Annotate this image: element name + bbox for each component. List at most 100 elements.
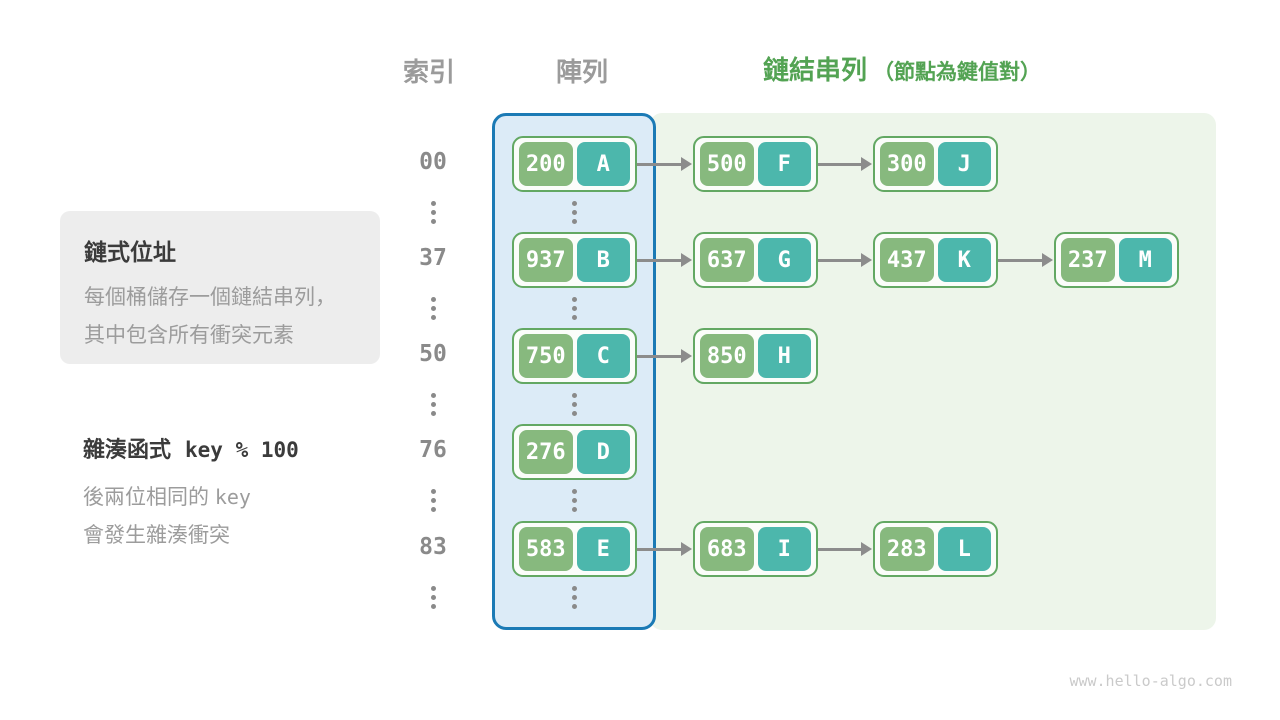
node-value: C	[576, 334, 630, 378]
bucket-index-label: 83	[419, 534, 447, 560]
ellipsis-dot	[430, 507, 436, 512]
hash-function-note: 雜湊函式 key % 100 後兩位相同的 key 會發生雜湊衝突	[83, 432, 299, 555]
node-key: 283	[880, 527, 934, 571]
arrow-head-icon	[681, 157, 692, 171]
node-value: J	[937, 142, 991, 186]
array-column-header: 陣列	[556, 57, 609, 87]
node-key: 683	[700, 527, 754, 571]
node-key: 276	[519, 430, 573, 474]
node-value: L	[937, 527, 991, 571]
node-value: I	[757, 527, 811, 571]
hash-function-title-text: 雜湊函式	[83, 437, 172, 462]
hash-function-line2: 會發生雜湊衝突	[83, 524, 230, 547]
ellipsis-dot	[571, 306, 577, 311]
node-value: D	[576, 430, 630, 474]
ellipsis-dot	[571, 219, 577, 224]
ellipsis-dot	[571, 393, 577, 398]
bucket-index-label: 37	[419, 245, 447, 271]
node-value: A	[576, 142, 630, 186]
ellipsis-dot	[571, 297, 577, 302]
arrow-shaft	[637, 258, 683, 262]
arrow-head-icon	[861, 253, 872, 267]
node-value: M	[1118, 238, 1172, 282]
arrow-shaft	[998, 258, 1044, 262]
node-key: 750	[519, 334, 573, 378]
index-column-ellipsis	[430, 393, 436, 416]
hash-function-line1-code: key	[214, 485, 251, 509]
arrow-shaft	[637, 162, 683, 166]
hash-function-line1-text: 後兩位相同的	[83, 486, 209, 509]
linked-list-header-note: （節點為鍵值對）	[873, 61, 1042, 84]
node-value: H	[757, 334, 811, 378]
chaining-info-line2: 其中包含所有衝突元素	[84, 324, 294, 347]
ellipsis-dot	[430, 498, 436, 503]
next-pointer-arrow	[818, 156, 872, 172]
node-value: B	[576, 238, 630, 282]
hash-function-title: 雜湊函式 key % 100	[83, 432, 299, 464]
ellipsis-dot	[430, 297, 436, 302]
arrow-shaft	[818, 162, 863, 166]
next-pointer-arrow	[637, 156, 692, 172]
array-column-ellipsis	[571, 586, 577, 609]
index-column-header: 索引	[403, 57, 456, 87]
ellipsis-dot	[571, 489, 577, 494]
ellipsis-dot	[571, 201, 577, 206]
watermark: www.hello-algo.com	[1069, 672, 1232, 690]
next-pointer-arrow	[818, 252, 872, 268]
ellipsis-dot	[430, 595, 436, 600]
array-column-ellipsis	[571, 489, 577, 512]
linked-list-column-header: 鏈結串列 （節點為鍵值對）	[763, 50, 1041, 87]
node-value: F	[757, 142, 811, 186]
chaining-info-title: 鏈式位址	[84, 239, 176, 265]
node-value: G	[757, 238, 811, 282]
ellipsis-dot	[430, 315, 436, 320]
index-column-ellipsis	[430, 489, 436, 512]
hash-function-formula: key % 100	[185, 438, 299, 462]
next-pointer-arrow	[637, 252, 692, 268]
ellipsis-dot	[430, 201, 436, 206]
node-key: 937	[519, 238, 573, 282]
ellipsis-dot	[430, 411, 436, 416]
arrow-head-icon	[681, 253, 692, 267]
ellipsis-dot	[571, 210, 577, 215]
node-key: 850	[700, 334, 754, 378]
arrow-shaft	[637, 547, 683, 551]
ellipsis-dot	[430, 306, 436, 311]
ellipsis-dot	[430, 489, 436, 494]
chaining-info-body: 每個桶儲存一個鏈結串列， 其中包含所有衝突元素	[84, 279, 356, 355]
next-pointer-arrow	[637, 541, 692, 557]
hash-function-body: 後兩位相同的 key 會發生雜湊衝突	[83, 478, 299, 555]
hash-function-line1: 後兩位相同的 key	[83, 478, 299, 517]
ellipsis-dot	[571, 507, 577, 512]
next-pointer-arrow	[818, 541, 872, 557]
ellipsis-dot	[571, 586, 577, 591]
ellipsis-dot	[571, 411, 577, 416]
node-key: 237	[1061, 238, 1115, 282]
chaining-info-box: 鏈式位址 每個桶儲存一個鏈結串列， 其中包含所有衝突元素	[60, 211, 380, 364]
array-column-ellipsis	[571, 393, 577, 416]
node-key: 437	[880, 238, 934, 282]
node-key: 637	[700, 238, 754, 282]
node-key: 200	[519, 142, 573, 186]
node-value: K	[937, 238, 991, 282]
node-value: E	[576, 527, 630, 571]
arrow-head-icon	[681, 349, 692, 363]
arrow-shaft	[818, 547, 863, 551]
index-column-ellipsis	[430, 586, 436, 609]
array-column-ellipsis	[571, 201, 577, 224]
linked-list-header-label: 鏈結串列	[763, 55, 868, 85]
array-column-ellipsis	[571, 297, 577, 320]
arrow-head-icon	[861, 157, 872, 171]
ellipsis-dot	[430, 402, 436, 407]
ellipsis-dot	[571, 498, 577, 503]
node-key: 300	[880, 142, 934, 186]
